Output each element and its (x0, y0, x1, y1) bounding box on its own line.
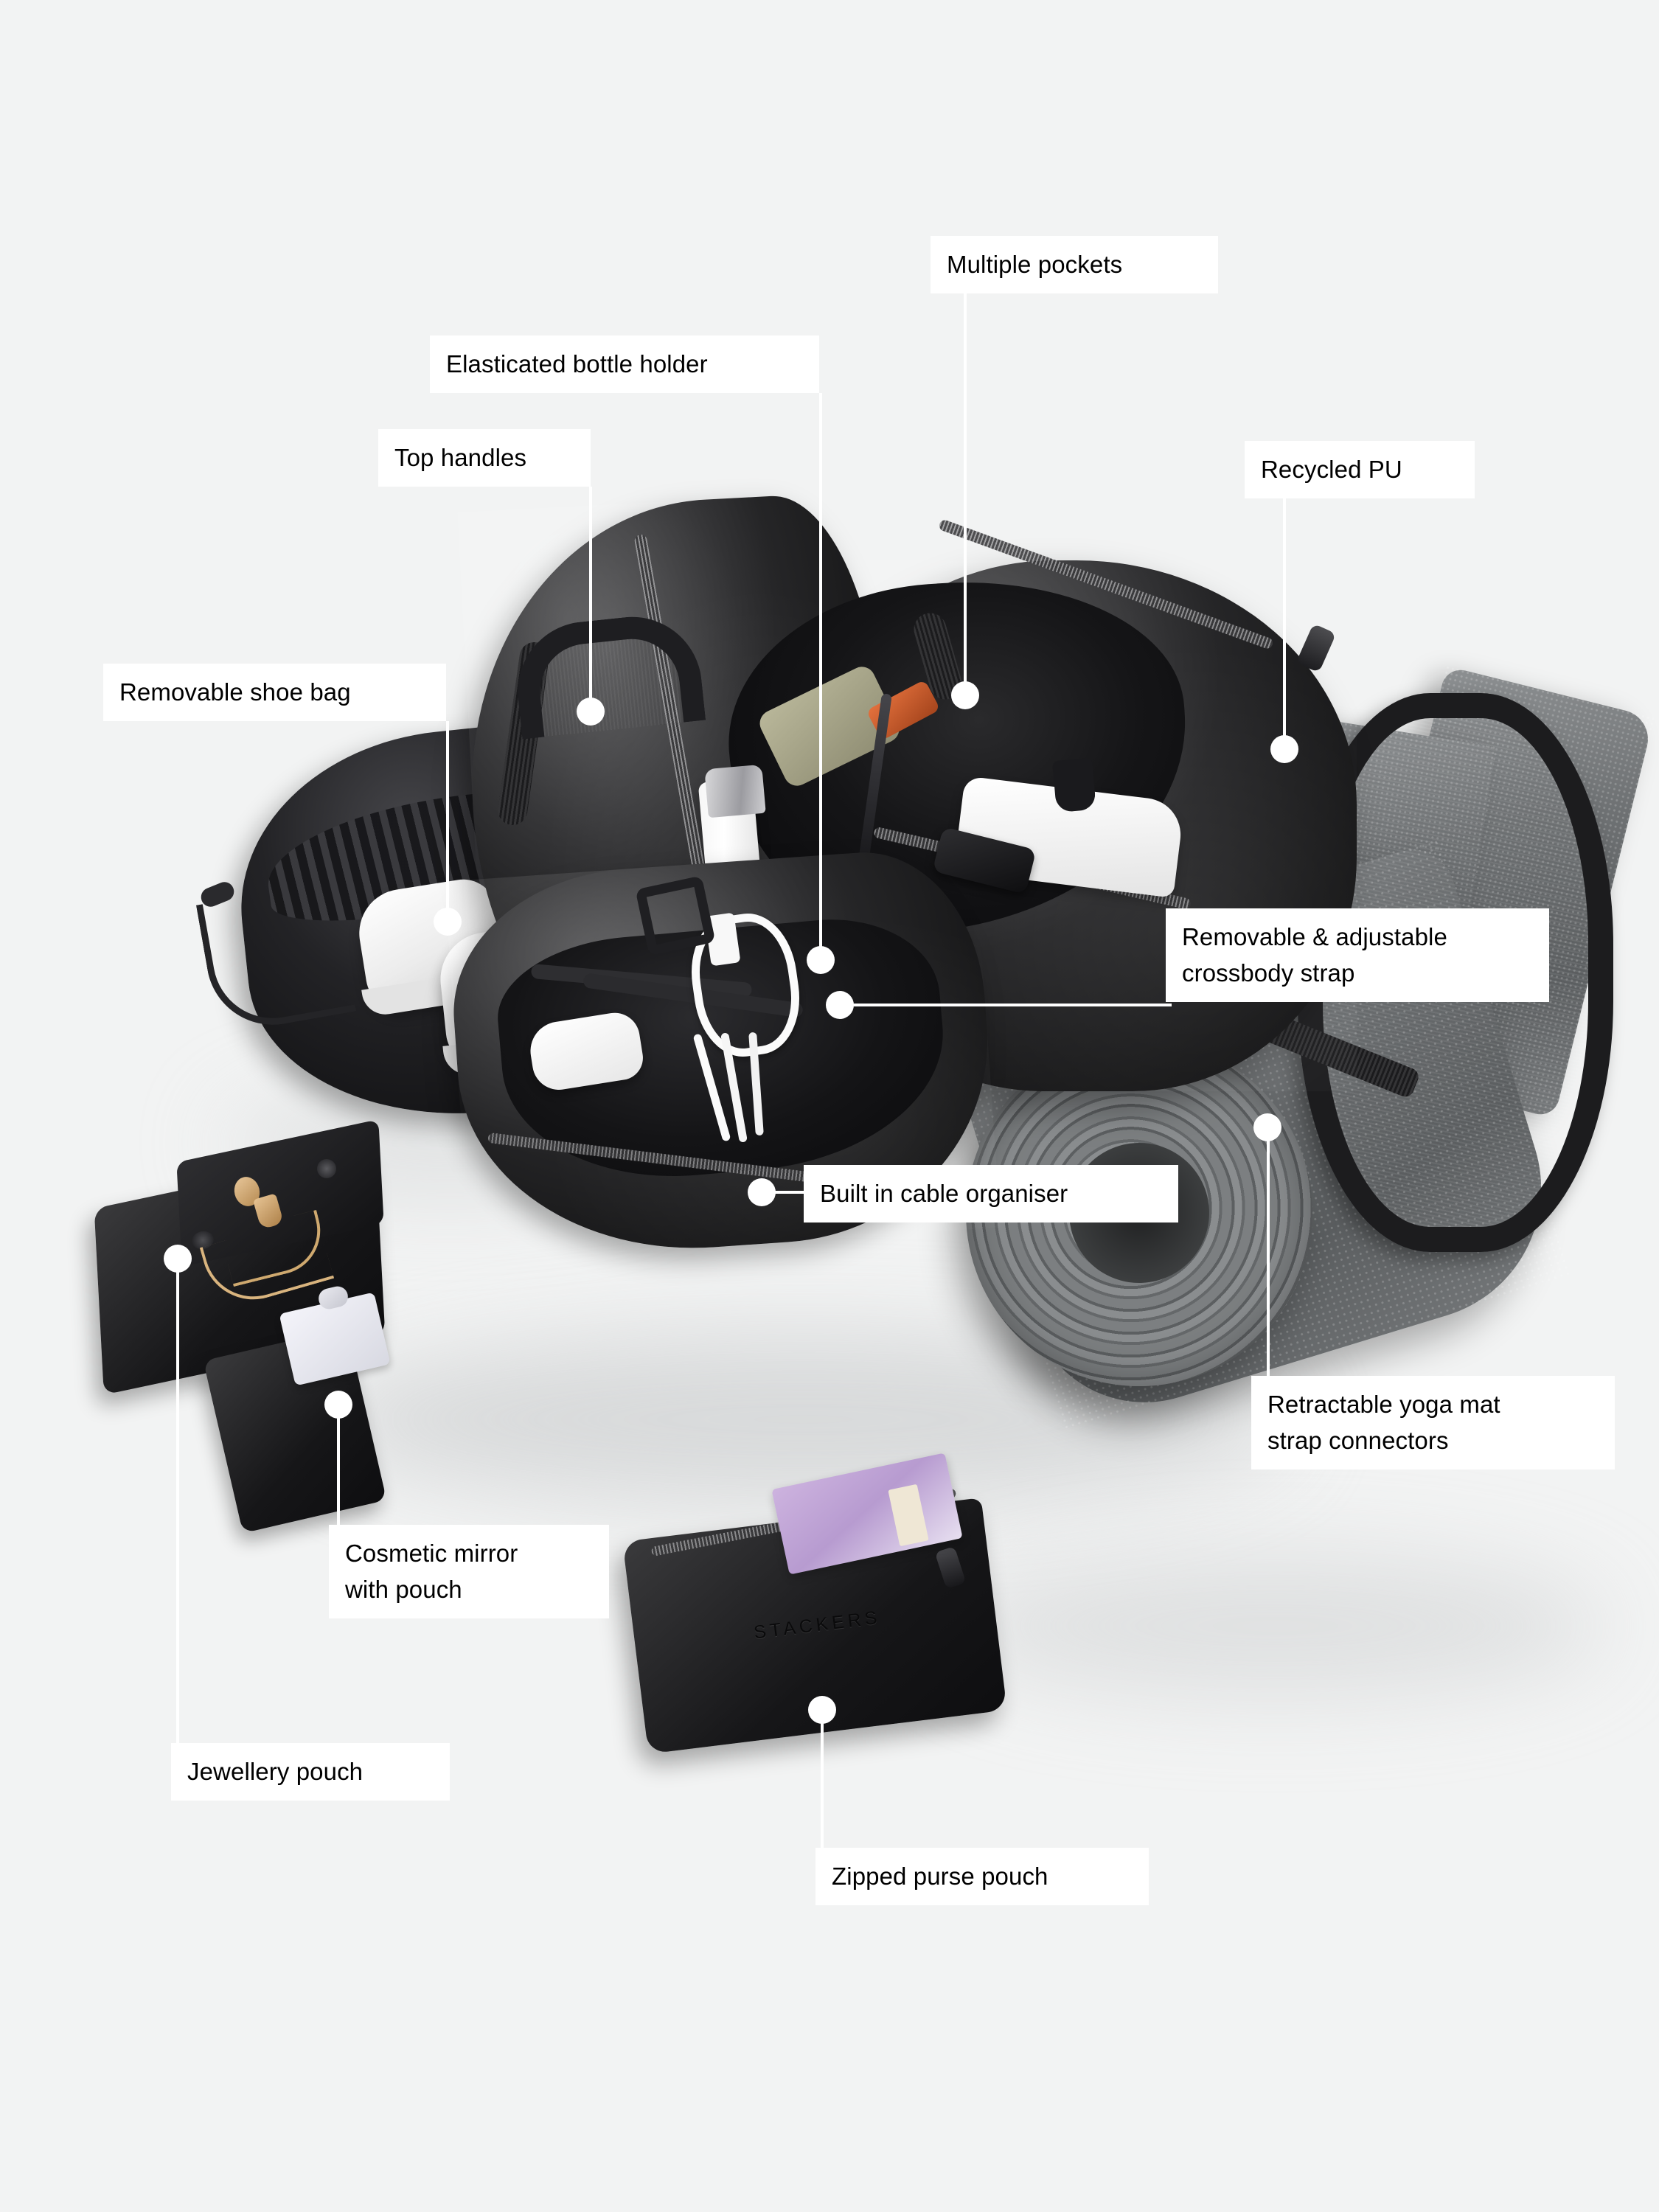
marker-dot-removable-shoe-bag (434, 908, 462, 936)
marker-dot-crossbody-strap (826, 991, 854, 1019)
marker-dot-zipped-purse-pouch (808, 1696, 836, 1724)
callout-label-jewellery-pouch: Jewellery pouch (171, 1743, 450, 1801)
marker-dot-cable-organiser (748, 1178, 776, 1206)
callout-label-cosmetic-mirror: Cosmetic mirror with pouch (329, 1525, 609, 1618)
mat-ground-shadow (944, 1556, 1607, 1696)
leader-line-recycled-pu (1283, 498, 1286, 749)
leader-line-removable-shoe-bag (446, 721, 449, 922)
callout-label-top-handles: Top handles (378, 429, 591, 487)
marker-dot-jewellery-pouch (164, 1245, 192, 1273)
callout-label-elasticated-bottle-holder: Elasticated bottle holder (430, 335, 819, 393)
duffel-bag (444, 472, 1371, 1430)
callout-label-cable-organiser: Built in cable organiser (804, 1165, 1178, 1222)
leader-line-cosmetic-mirror (337, 1403, 340, 1530)
purse-pouch-item: STACKERS (622, 1453, 1047, 1784)
leader-line-multiple-pockets (964, 293, 967, 695)
callout-label-crossbody-strap: Removable & adjustable crossbody strap (1166, 908, 1549, 1002)
leader-line-cable-organiser (774, 1191, 810, 1194)
callout-label-multiple-pockets: Multiple pockets (931, 236, 1218, 293)
strap-d-ring (635, 875, 716, 956)
leader-line-yoga-mat-connectors (1267, 1127, 1270, 1381)
leader-line-crossbody-strap (840, 1004, 1172, 1006)
marker-dot-top-handles (577, 698, 605, 726)
leader-line-jewellery-pouch (176, 1257, 179, 1748)
bag-side-tab (1052, 757, 1096, 813)
marker-dot-multiple-pockets (951, 681, 979, 709)
callout-label-zipped-purse-pouch: Zipped purse pouch (815, 1848, 1149, 1905)
marker-dot-cosmetic-mirror (324, 1391, 352, 1419)
water-bottle-cap (704, 764, 766, 818)
leader-line-elasticated-bottle-holder (819, 393, 822, 961)
leader-line-zipped-purse-pouch (821, 1709, 824, 1854)
shoe-bag-drawstring-cord (195, 880, 357, 1036)
marker-dot-yoga-mat-connectors (1253, 1113, 1281, 1141)
callout-label-recycled-pu: Recycled PU (1245, 441, 1475, 498)
leader-line-top-handles (589, 487, 592, 712)
callout-label-removable-shoe-bag: Removable shoe bag (103, 664, 446, 721)
marker-dot-elasticated-bottle-holder (807, 946, 835, 974)
callout-label-yoga-mat-connectors: Retractable yoga mat strap connectors (1251, 1376, 1615, 1470)
marker-dot-recycled-pu (1270, 735, 1298, 763)
